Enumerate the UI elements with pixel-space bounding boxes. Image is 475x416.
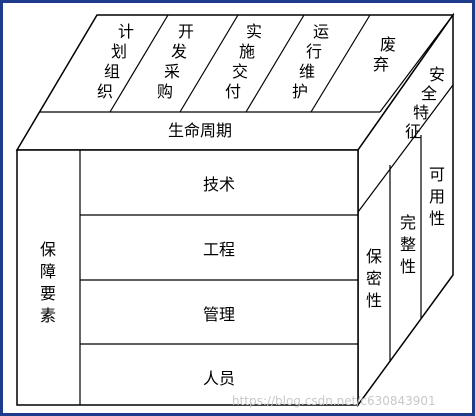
top-label-3-char: 付	[225, 82, 241, 101]
right-label-3-char: 用	[429, 187, 445, 206]
top-label-2-char: 发	[171, 42, 187, 61]
top-label-2-char: 购	[157, 82, 173, 101]
top-divider-2	[179, 14, 239, 113]
top-divider-4	[310, 14, 371, 113]
row-label-technology: 技术	[203, 175, 235, 194]
watermark-text: https://blog.csdn.net/c630843901	[232, 394, 436, 408]
row-label-engineering: 工程	[203, 240, 235, 259]
right-label-3-char: 可	[429, 165, 445, 184]
lifecycle-label: 生命周期	[168, 121, 232, 140]
top-label-3-char: 实	[246, 22, 262, 41]
top-divider-1	[109, 14, 169, 113]
top-label-3-char: 施	[239, 42, 255, 61]
top-label-2-char: 采	[164, 62, 180, 81]
top-label-1-char: 组	[104, 62, 120, 81]
top-label-1-char: 计	[118, 22, 134, 41]
front-face	[16, 149, 359, 406]
top-label-1-char: 划	[111, 42, 127, 61]
top-label-4-char: 行	[306, 42, 322, 61]
right-label-1-char: 性	[366, 291, 382, 310]
assurance-char: 要	[40, 284, 56, 303]
assurance-char: 保	[40, 240, 56, 259]
security-feature-char: 特	[413, 103, 429, 122]
row-label-personnel: 人员	[203, 369, 235, 388]
right-label-2-char: 完	[400, 213, 416, 232]
security-feature-char: 安	[429, 65, 445, 84]
right-label-3-char: 性	[429, 209, 445, 228]
right-label-1-char: 保	[366, 247, 382, 266]
security-band-line	[357, 84, 454, 213]
assurance-char: 素	[40, 306, 56, 325]
right-label-2-char: 性	[400, 257, 416, 276]
right-label-1-char: 密	[366, 269, 382, 288]
top-label-5-char: 弃	[373, 55, 389, 74]
top-label-4-char: 维	[299, 62, 315, 81]
top-label-2-char: 开	[178, 22, 194, 41]
security-feature-char: 征	[405, 122, 421, 141]
top-label-5-char: 废	[380, 35, 396, 54]
top-label-4-char: 运	[313, 22, 329, 41]
row-label-management: 管理	[203, 305, 235, 324]
assurance-char: 障	[40, 262, 56, 281]
top-divider-3	[245, 14, 305, 113]
right-label-2-char: 整	[400, 235, 416, 254]
top-label-4-char: 护	[292, 82, 308, 101]
top-label-1-char: 织	[97, 82, 113, 101]
security-feature-char: 全	[421, 84, 437, 103]
top-label-3-char: 交	[232, 62, 248, 81]
